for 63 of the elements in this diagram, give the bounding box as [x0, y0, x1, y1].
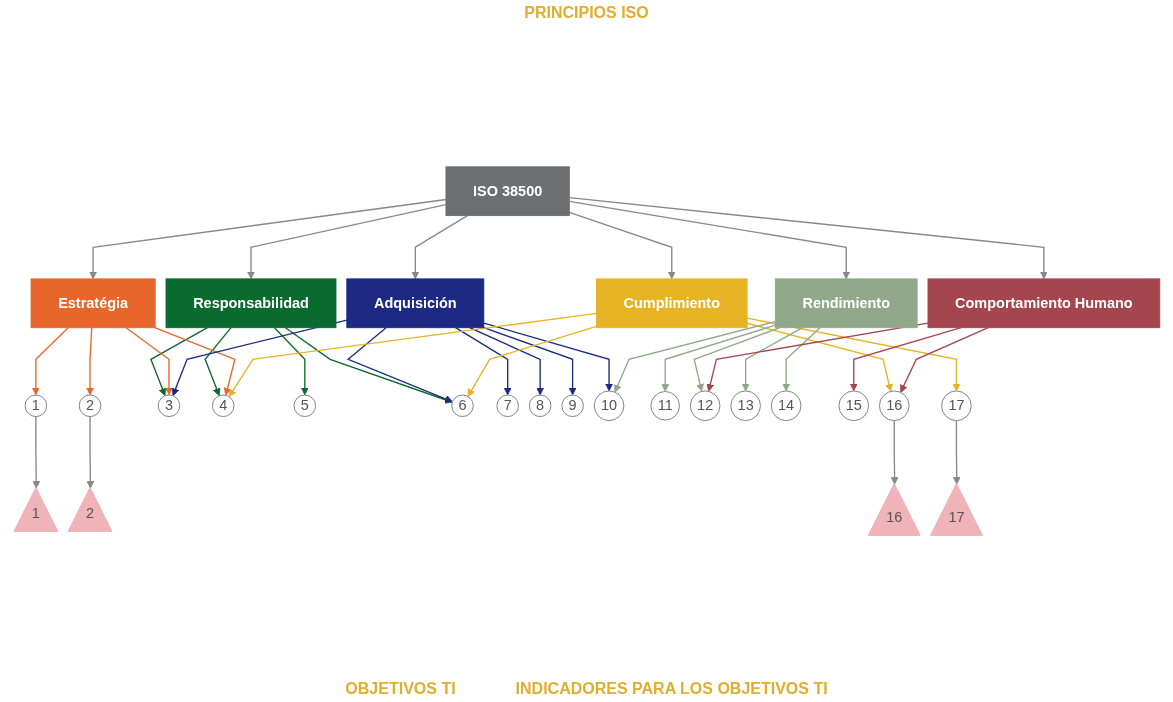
section-label: OBJETIVOS TI	[345, 680, 456, 698]
node-circle: 9	[560, 394, 584, 418]
arrow	[745, 317, 960, 392]
arrow	[849, 327, 962, 392]
node-circle: 5	[293, 394, 316, 418]
arrow	[741, 327, 803, 392]
node-box: Cumplimiento	[595, 278, 748, 329]
node-circle: 11	[649, 391, 680, 421]
arrow	[568, 196, 1048, 280]
arrow	[246, 204, 447, 280]
arrow	[88, 198, 447, 280]
node-circle: 1	[24, 394, 47, 418]
node-box: Responsabilidad	[165, 278, 336, 329]
arrow	[228, 312, 597, 398]
section-label: INDICADORES PARA LOS OBJETIVOS TI	[515, 680, 828, 698]
node-circle: 16	[878, 390, 910, 422]
arrow	[85, 415, 94, 489]
arrow	[171, 319, 347, 397]
arrow	[284, 327, 453, 404]
node-circle: 4	[211, 394, 234, 418]
node-circle: 14	[770, 390, 801, 422]
arrow	[31, 415, 40, 489]
arrow	[124, 327, 173, 396]
arrow	[568, 211, 676, 280]
node-circle: 6	[450, 394, 474, 418]
arrow	[149, 327, 208, 397]
node-circle: 7	[495, 394, 519, 418]
arrow	[613, 320, 776, 393]
node-circle: 2	[78, 394, 101, 418]
arrow	[660, 324, 776, 392]
arrow	[692, 327, 781, 392]
arrow	[454, 327, 512, 396]
arrow	[273, 327, 309, 396]
node-circle: 3	[157, 394, 180, 418]
arrow	[85, 327, 94, 396]
node-circle: 10	[593, 390, 624, 422]
node-circle: 8	[528, 394, 551, 418]
arrow	[203, 327, 232, 397]
node-box: Comportamiento Humano	[927, 278, 1160, 329]
arrow	[410, 214, 468, 280]
node-box: ISO 38500	[445, 166, 570, 217]
arrow	[467, 325, 597, 397]
arrow	[346, 327, 453, 403]
arrow	[952, 419, 961, 485]
arrow	[568, 200, 850, 280]
arrow	[781, 327, 821, 392]
node-box: Estratégia	[30, 278, 156, 329]
node-circle: 13	[729, 390, 761, 422]
arrow	[482, 322, 613, 392]
node-circle: 15	[838, 390, 869, 422]
node-box: Adquisición	[345, 278, 484, 329]
node-box: Rendimiento	[774, 278, 918, 329]
arrow	[482, 327, 577, 396]
arrow	[705, 322, 929, 392]
node-circle: 12	[689, 390, 720, 422]
arrow	[745, 322, 893, 392]
arrow	[31, 327, 69, 396]
arrow	[153, 327, 236, 396]
arrow	[468, 327, 544, 396]
section-label: PRINCIPIOS ISO	[524, 4, 649, 22]
arrow	[899, 327, 989, 393]
node-circle: 17	[940, 390, 972, 422]
arrow	[890, 419, 899, 485]
